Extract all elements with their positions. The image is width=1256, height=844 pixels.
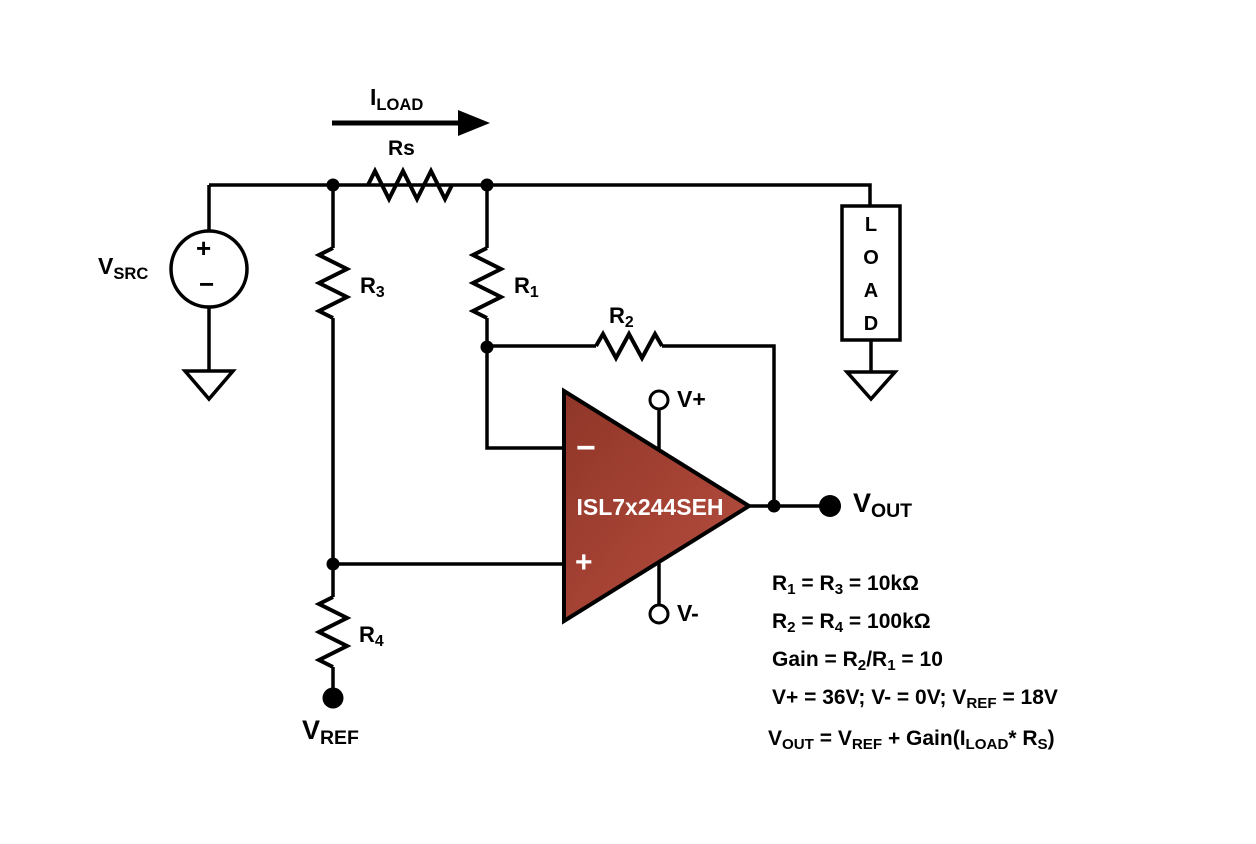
- vref-terminal-dot: [322, 687, 344, 709]
- wire-inverting-input: [485, 347, 564, 450]
- vminus-pin-circle: [648, 603, 670, 625]
- wire-top-rail: [209, 183, 872, 206]
- vout-label: VOUT: [853, 488, 913, 523]
- resistor-r2: [594, 329, 664, 363]
- resistor-r4: [314, 595, 352, 669]
- resistor-r3: [314, 246, 352, 320]
- r3-label: R3: [360, 273, 385, 302]
- r4-label: R4: [359, 622, 384, 651]
- wire-r2-right: [662, 344, 776, 506]
- vsrc-minus-sign: −: [199, 269, 215, 299]
- resistor-r1: [468, 246, 506, 320]
- equation-gain: Gain = R2/R1 = 10: [772, 648, 943, 675]
- vout-terminal-dot: [819, 495, 841, 517]
- load-letter: D: [863, 313, 879, 335]
- vsrc-label: VSRC: [98, 253, 149, 283]
- rs-label: Rs: [388, 137, 415, 160]
- load-letter: L: [864, 214, 878, 236]
- opamp-part-label: ISL7x244SEH: [576, 494, 724, 520]
- load-letter: O: [863, 247, 879, 269]
- r1-label: R1: [514, 273, 539, 302]
- equation-vout: VOUT = VREF + Gain(ILOAD* RS): [768, 727, 1055, 754]
- vref-label: VREF: [302, 715, 359, 750]
- iload-label: ILOAD: [370, 84, 424, 114]
- resistor-rs: [366, 166, 454, 204]
- iload-arrowhead: [458, 110, 490, 136]
- vsrc-plus-sign: +: [196, 233, 212, 263]
- vplus-pin-circle: [648, 389, 670, 411]
- vminus-pin-label: V-: [677, 600, 699, 626]
- equation-r1-r3: R1 = R3 = 10kΩ: [772, 572, 919, 599]
- opamp-plus-input-label: +: [575, 546, 593, 579]
- opamp-minus-input-label: −: [576, 429, 596, 467]
- load-box: [840, 204, 902, 342]
- opamp-triangle: [562, 387, 753, 625]
- equation-r2-r4: R2 = R4 = 100kΩ: [772, 610, 931, 637]
- junction-dot: [767, 499, 781, 513]
- r2-label: R2: [609, 303, 634, 332]
- vplus-pin-label: V+: [677, 386, 706, 412]
- ground-symbol-load: [843, 370, 899, 402]
- load-label: L O A D: [842, 209, 900, 341]
- equation-supplies: V+ = 36V; V- = 0V; VREF = 18V: [772, 686, 1058, 713]
- load-letter: A: [863, 280, 879, 302]
- ground-symbol-vsrc: [181, 369, 237, 402]
